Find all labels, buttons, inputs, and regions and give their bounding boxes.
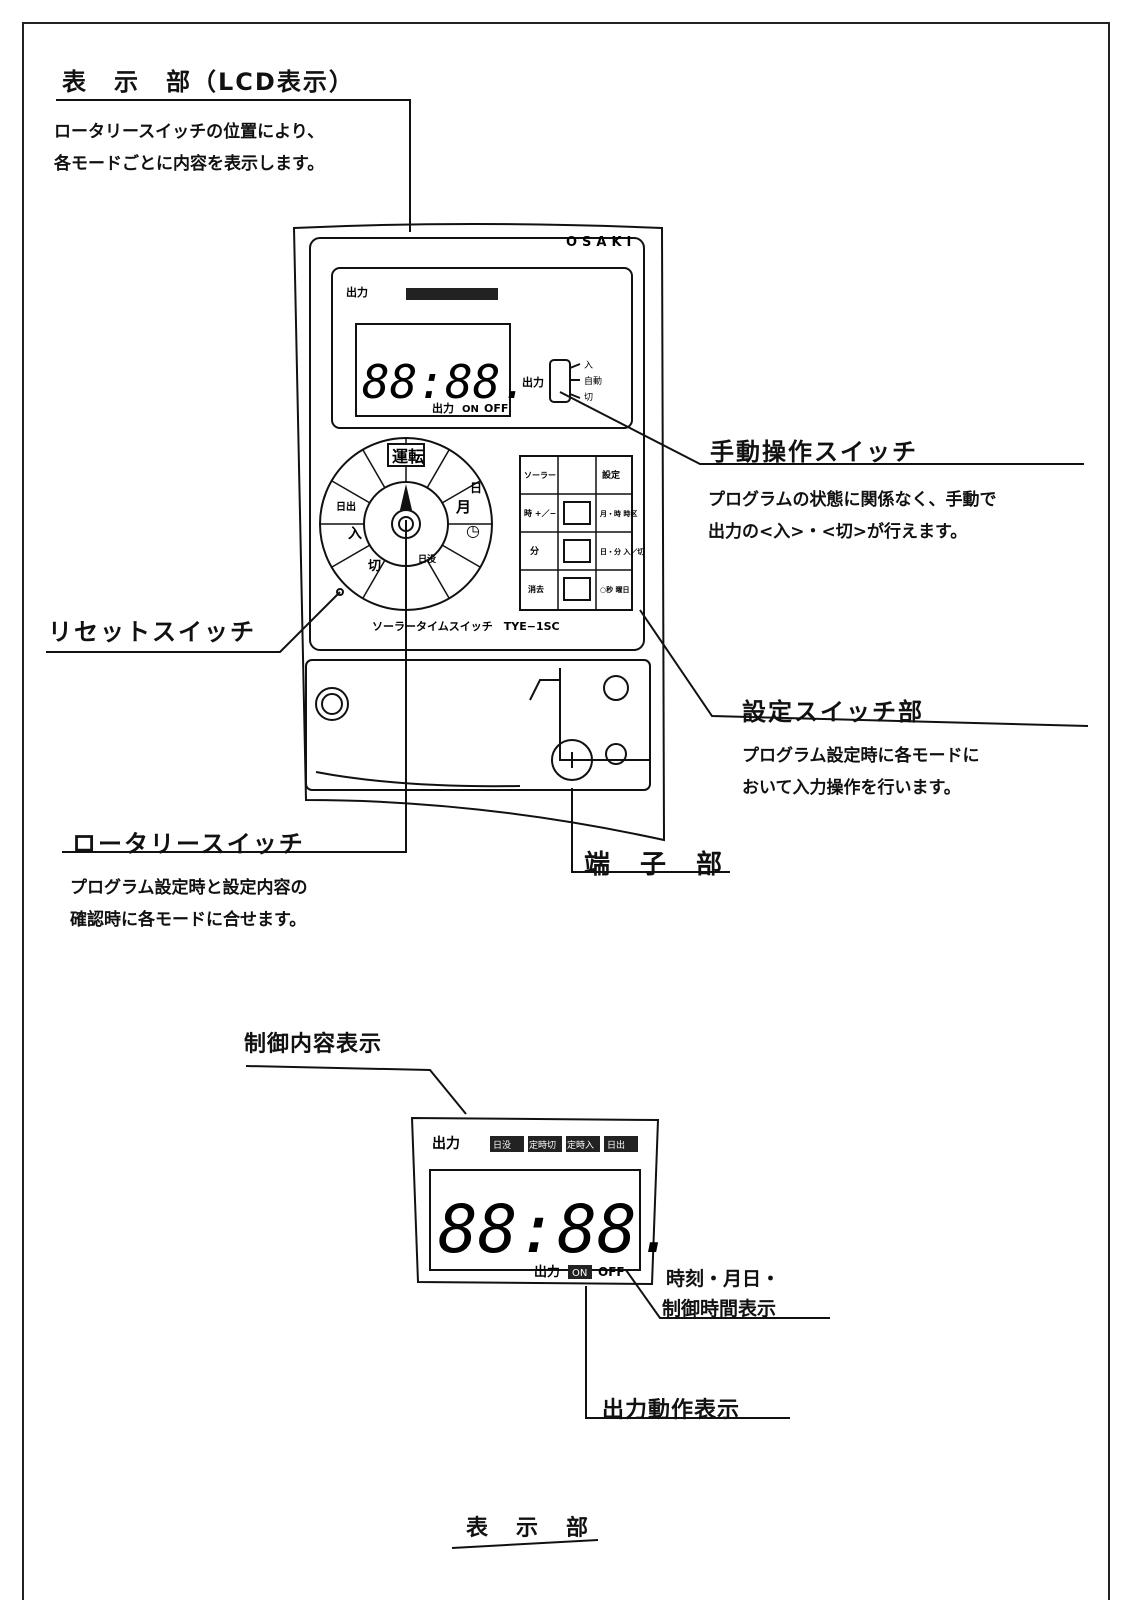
detail-output-label: 出力 <box>432 1135 460 1152</box>
dial-off: 切 <box>368 559 381 574</box>
reset-switch <box>336 588 344 596</box>
rotary-switch-desc-1: プログラム設定時と設定内容の <box>70 878 308 898</box>
model-name: ソーラータイムスイッチ TYE−1SC <box>372 620 560 633</box>
setting-switch-desc-2: おいて入力操作を行います。 <box>742 778 961 798</box>
reset-switch-title: リセットスイッチ <box>48 618 256 646</box>
clock-icon: ◷ <box>466 521 480 540</box>
time-leader <box>625 1269 830 1319</box>
dial-run-box <box>387 443 425 467</box>
reset-leader <box>46 591 341 653</box>
output-action-leader <box>585 1286 790 1419</box>
detail-lcd-digits: 88:88. <box>438 1191 676 1268</box>
control-content-title: 制御内容表示 <box>244 1032 383 1057</box>
time-label-2: 制御時間表示 <box>662 1298 777 1320</box>
control-leader <box>245 1065 467 1115</box>
key-solar[interactable]: ソーラー <box>524 471 556 480</box>
manual-switch-title: 手動操作スイッチ <box>710 438 918 466</box>
brand-label: OSAKI <box>566 235 636 250</box>
lcd-status-output: 出力 <box>432 401 454 415</box>
key-clear[interactable]: 消去 <box>528 584 544 594</box>
rotary-switch-title: ロータリースイッチ <box>72 830 305 858</box>
manual-leader <box>559 391 1084 465</box>
key-month-hour[interactable]: 月・時 時区 <box>599 509 637 518</box>
dial-sunrise: 日出 <box>336 500 356 513</box>
rotary-leader <box>62 520 407 853</box>
setting-leader <box>639 609 1089 727</box>
display-leader <box>56 99 411 232</box>
key-set[interactable]: 設定 <box>602 469 621 481</box>
key-hour[interactable]: 時 +／− <box>524 508 556 518</box>
dial-pointer-icon <box>400 484 412 510</box>
lcd-output-label: 出力 <box>346 285 368 299</box>
lcd-window <box>355 323 511 417</box>
manual-switch-desc-2: 出力の<入>・<切>が行えます。 <box>708 522 968 542</box>
lcd-indicator-strip <box>406 288 498 300</box>
device-lower <box>305 659 651 791</box>
dial-month: 月 <box>455 498 471 516</box>
manual-switch-output-label: 出力 <box>522 375 544 389</box>
setting-switch-desc-1: プログラム設定時に各モードに <box>742 746 980 766</box>
terminal-screw <box>551 739 593 781</box>
cover-screw <box>315 687 349 721</box>
indicator-timed-off: 定時切 <box>529 1139 556 1151</box>
lcd-bezel <box>331 267 633 429</box>
terminal-block <box>529 668 650 761</box>
detail-status-on: ON <box>572 1268 587 1279</box>
key-minute[interactable]: 分 <box>530 545 539 557</box>
page-frame <box>22 22 1110 1600</box>
dial-day: 日 <box>470 481 482 495</box>
manual-switch-desc-1: プログラムの状態に関係なく、手動で <box>708 490 997 510</box>
figure-caption: 表 示 部 <box>466 1516 592 1541</box>
switch-off-label: 切 <box>584 392 593 403</box>
caption-underline <box>451 1539 599 1549</box>
display-section-title: 表 示 部（LCD表示） <box>62 68 355 96</box>
display-section-desc-2: 各モードごとに内容を表示します。 <box>54 154 325 174</box>
lcd-detail-window <box>429 1169 641 1271</box>
lcd-detail-frame <box>410 1116 660 1286</box>
lcd-status-off: OFF <box>484 402 508 415</box>
time-label-1: 時刻・月日・ <box>666 1268 781 1290</box>
dial-sunset: 日没 <box>418 553 437 565</box>
indicator-sunrise: 日出 <box>607 1139 625 1151</box>
display-section-desc-1: ロータリースイッチの位置により、 <box>54 122 325 142</box>
dial-run-label: 運転 <box>392 447 424 466</box>
detail-status-output: 出力 <box>534 1264 560 1280</box>
indicator-sunset: 日没 <box>493 1140 511 1151</box>
lcd-digits: 88:88. <box>362 355 528 409</box>
detail-status-off: OFF <box>598 1265 625 1279</box>
device-upper <box>309 237 645 651</box>
dial-on: 入 <box>348 526 362 542</box>
indicator-timed-on: 定時入 <box>567 1139 594 1151</box>
switch-on-label: 入 <box>584 360 593 371</box>
terminal-title: 端 子 部 <box>584 850 725 880</box>
device-outer <box>292 223 666 842</box>
rotary-switch-desc-2: 確認時に各モードに合せます。 <box>70 910 307 930</box>
key-second-weekday[interactable]: ○秒 曜日 <box>600 585 630 594</box>
terminal-leader <box>571 788 730 873</box>
key-day-minute[interactable]: 日・分 入／切 <box>600 547 644 556</box>
lcd-status-on: ON <box>462 404 479 415</box>
switch-auto-label: 自動 <box>584 375 602 387</box>
setting-keypad <box>519 455 633 611</box>
